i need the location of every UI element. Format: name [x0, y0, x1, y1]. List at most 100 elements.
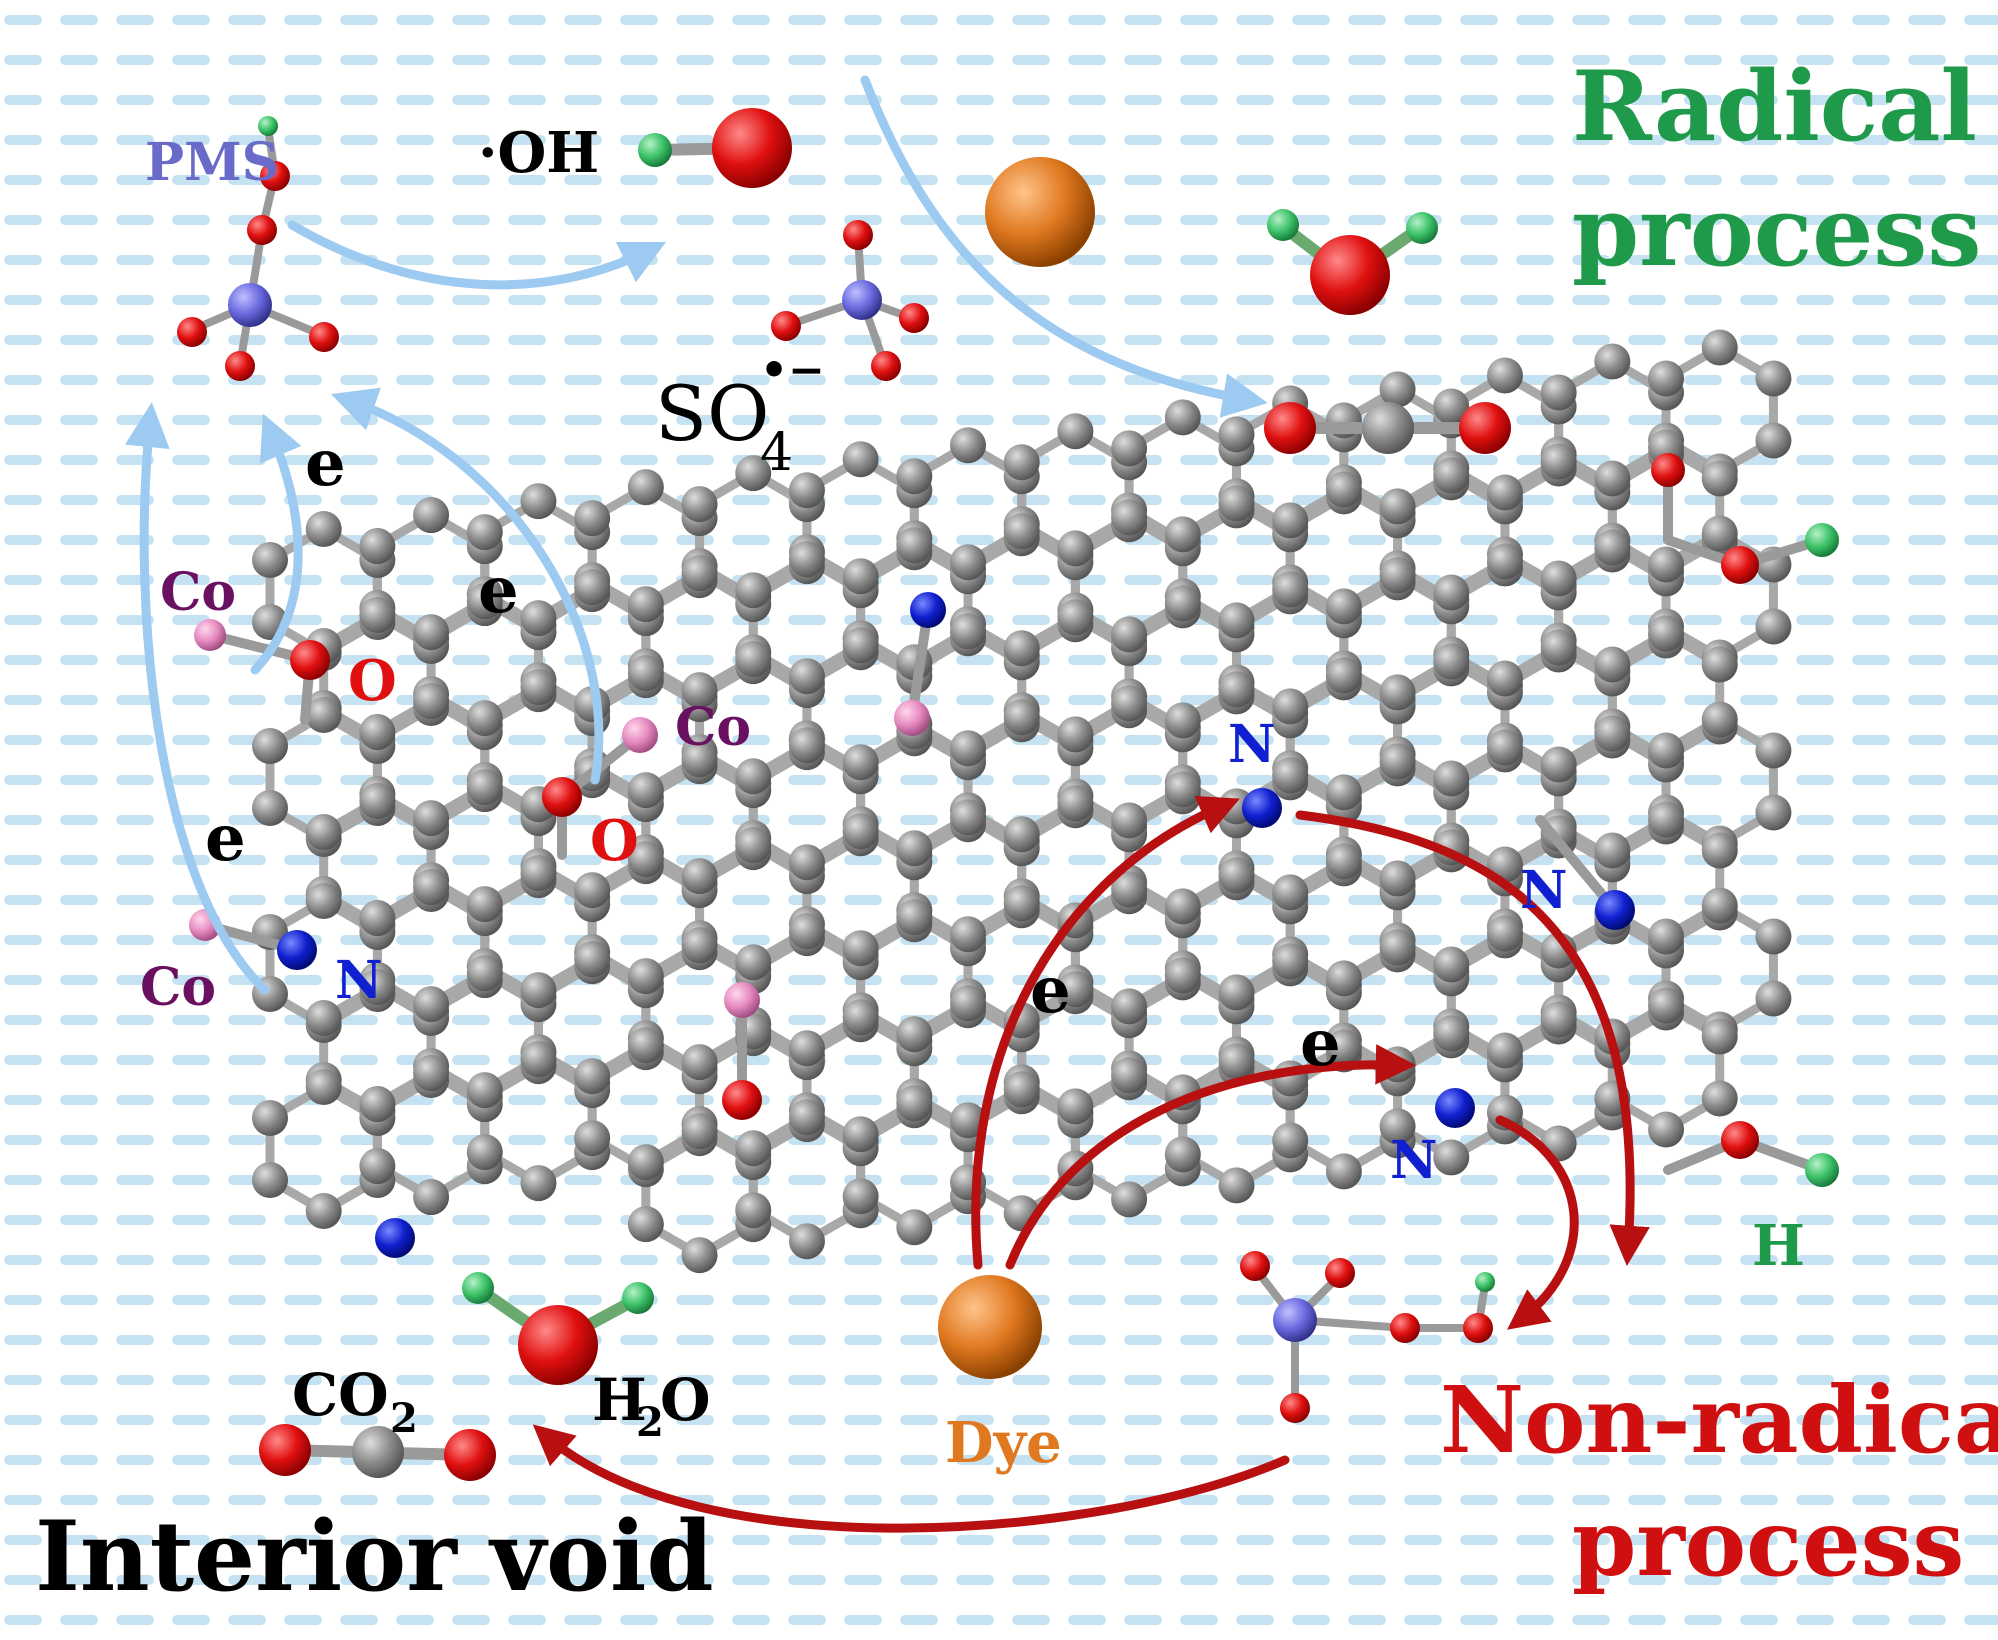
oxygen-label: O — [590, 808, 639, 874]
nitrogen-label: N — [335, 950, 383, 1011]
interior-void-label: Interior void — [35, 1500, 714, 1613]
carbon-atom — [627, 1027, 664, 1064]
nitrogen-label: N — [1390, 1130, 1438, 1191]
radical-arrow — [860, 75, 1268, 418]
nonradical-process-arrows — [532, 795, 1650, 1533]
cobalt-label: Co — [140, 957, 216, 1018]
hydrogen-atom — [638, 133, 672, 167]
carbon-atom — [413, 800, 450, 837]
carbon-atom — [950, 613, 987, 650]
carbon-atom — [950, 730, 987, 767]
carbon-atom — [1111, 988, 1148, 1025]
carbon-atom — [1379, 743, 1416, 780]
cobalt-atom — [894, 700, 930, 736]
carbon-atom — [520, 483, 557, 520]
carbon-atom — [1648, 546, 1685, 583]
carbon-atom — [1379, 929, 1416, 966]
carbon-atom — [627, 958, 664, 995]
carbon-atom — [1272, 1122, 1309, 1159]
carbon-atom — [359, 597, 396, 634]
carbon-atom — [252, 1100, 288, 1137]
oxygen-atom — [1721, 546, 1759, 584]
water-molecule — [462, 1272, 654, 1385]
electron-label: e — [478, 553, 519, 628]
oxygen-atom — [518, 1305, 598, 1385]
carbon-atom — [1648, 732, 1685, 769]
oxygen-atom — [843, 220, 873, 250]
carbon-atom — [735, 572, 772, 609]
cobalt-atom — [622, 717, 658, 753]
carbon-atom — [1755, 980, 1792, 1017]
carbon-atom — [1433, 1015, 1470, 1052]
carbon-atom — [359, 900, 396, 937]
carbon-atom — [842, 627, 879, 664]
carbon-atom — [788, 1223, 825, 1260]
oxygen-atom — [1240, 1251, 1270, 1281]
carbon-atom — [788, 541, 825, 578]
carbon-atom — [896, 1085, 933, 1122]
carbon-atom — [627, 655, 664, 692]
carbon-atom — [1325, 774, 1362, 811]
carbon-atom — [1701, 515, 1738, 552]
electron-label: e — [1030, 953, 1071, 1028]
carbon-atom — [305, 883, 342, 920]
carbon-atom — [681, 1237, 718, 1274]
carbon-atom — [1218, 857, 1255, 894]
carbon-atom — [413, 614, 450, 651]
carbon-atom — [1218, 1167, 1255, 1204]
nonradical-arrow — [532, 1424, 1290, 1533]
sulfate-radical-label: SO 4 •− — [655, 345, 825, 483]
oxygen-atom — [771, 311, 801, 341]
nonradical-arrow — [1295, 810, 1650, 1267]
nonradical-arrow — [1495, 1115, 1579, 1330]
carbon-atom — [788, 844, 825, 881]
carbon-atom — [1379, 674, 1416, 711]
cobalt-atom — [194, 619, 226, 651]
carbon-atom — [1164, 1136, 1201, 1173]
carbon-atom — [842, 1116, 879, 1153]
carbon-atom — [413, 497, 450, 534]
carbon-atom — [1433, 1139, 1470, 1176]
carbon-atom — [305, 814, 342, 851]
hydrogen-atom — [1475, 1272, 1495, 1292]
carbon-atom — [627, 1206, 664, 1243]
carbon-dioxide-subscript: 2 — [390, 1395, 418, 1442]
oxygen-atom — [1390, 1313, 1420, 1343]
carbon-atom — [466, 769, 503, 806]
carbon-atom — [1325, 657, 1362, 694]
carbon-atom — [1486, 729, 1523, 766]
oxygen-label: O — [348, 648, 397, 714]
nitrogen-atom — [277, 930, 317, 970]
carbon-atom — [1003, 699, 1040, 736]
oxygen-atom — [542, 777, 582, 817]
graphene-sheet-atoms — [252, 329, 1792, 1274]
carbon-atom — [896, 1016, 933, 1053]
hydroxyl-radical-label: ·OH — [478, 120, 599, 186]
carbon-atom — [1325, 1153, 1362, 1190]
carbon-atom — [681, 1044, 718, 1081]
carbon-atom — [896, 458, 933, 495]
oxygen-atom — [899, 303, 929, 333]
hydrogen-atom — [1406, 212, 1438, 244]
carbon-atom — [1003, 885, 1040, 922]
carbon-atom — [1486, 1032, 1523, 1069]
carbon-atom — [1648, 918, 1685, 955]
carbon-atom — [1218, 1043, 1255, 1080]
pms-molecule-bound — [1240, 1251, 1495, 1423]
carbon-atom — [1701, 701, 1738, 738]
carbon-atom — [1164, 516, 1201, 553]
oxygen-atom — [1310, 235, 1390, 315]
carbon-atom — [1486, 660, 1523, 697]
carbon-atom — [950, 427, 987, 464]
carbon-atom — [1540, 560, 1577, 597]
cobalt-label: Co — [675, 697, 751, 758]
carbon-atom — [1594, 529, 1631, 566]
carbon-dioxide-molecule — [259, 1424, 496, 1481]
labels: PMS ·OH SO 4 •− Radical process e e e e … — [35, 50, 1998, 1613]
dopant-atoms — [189, 453, 1839, 1258]
carbon-atom — [305, 697, 342, 734]
carbon-atom — [950, 985, 987, 1022]
carbon-atom — [1594, 715, 1631, 752]
carbon-atom — [413, 1179, 450, 1216]
carbon-atom — [305, 1069, 342, 1106]
